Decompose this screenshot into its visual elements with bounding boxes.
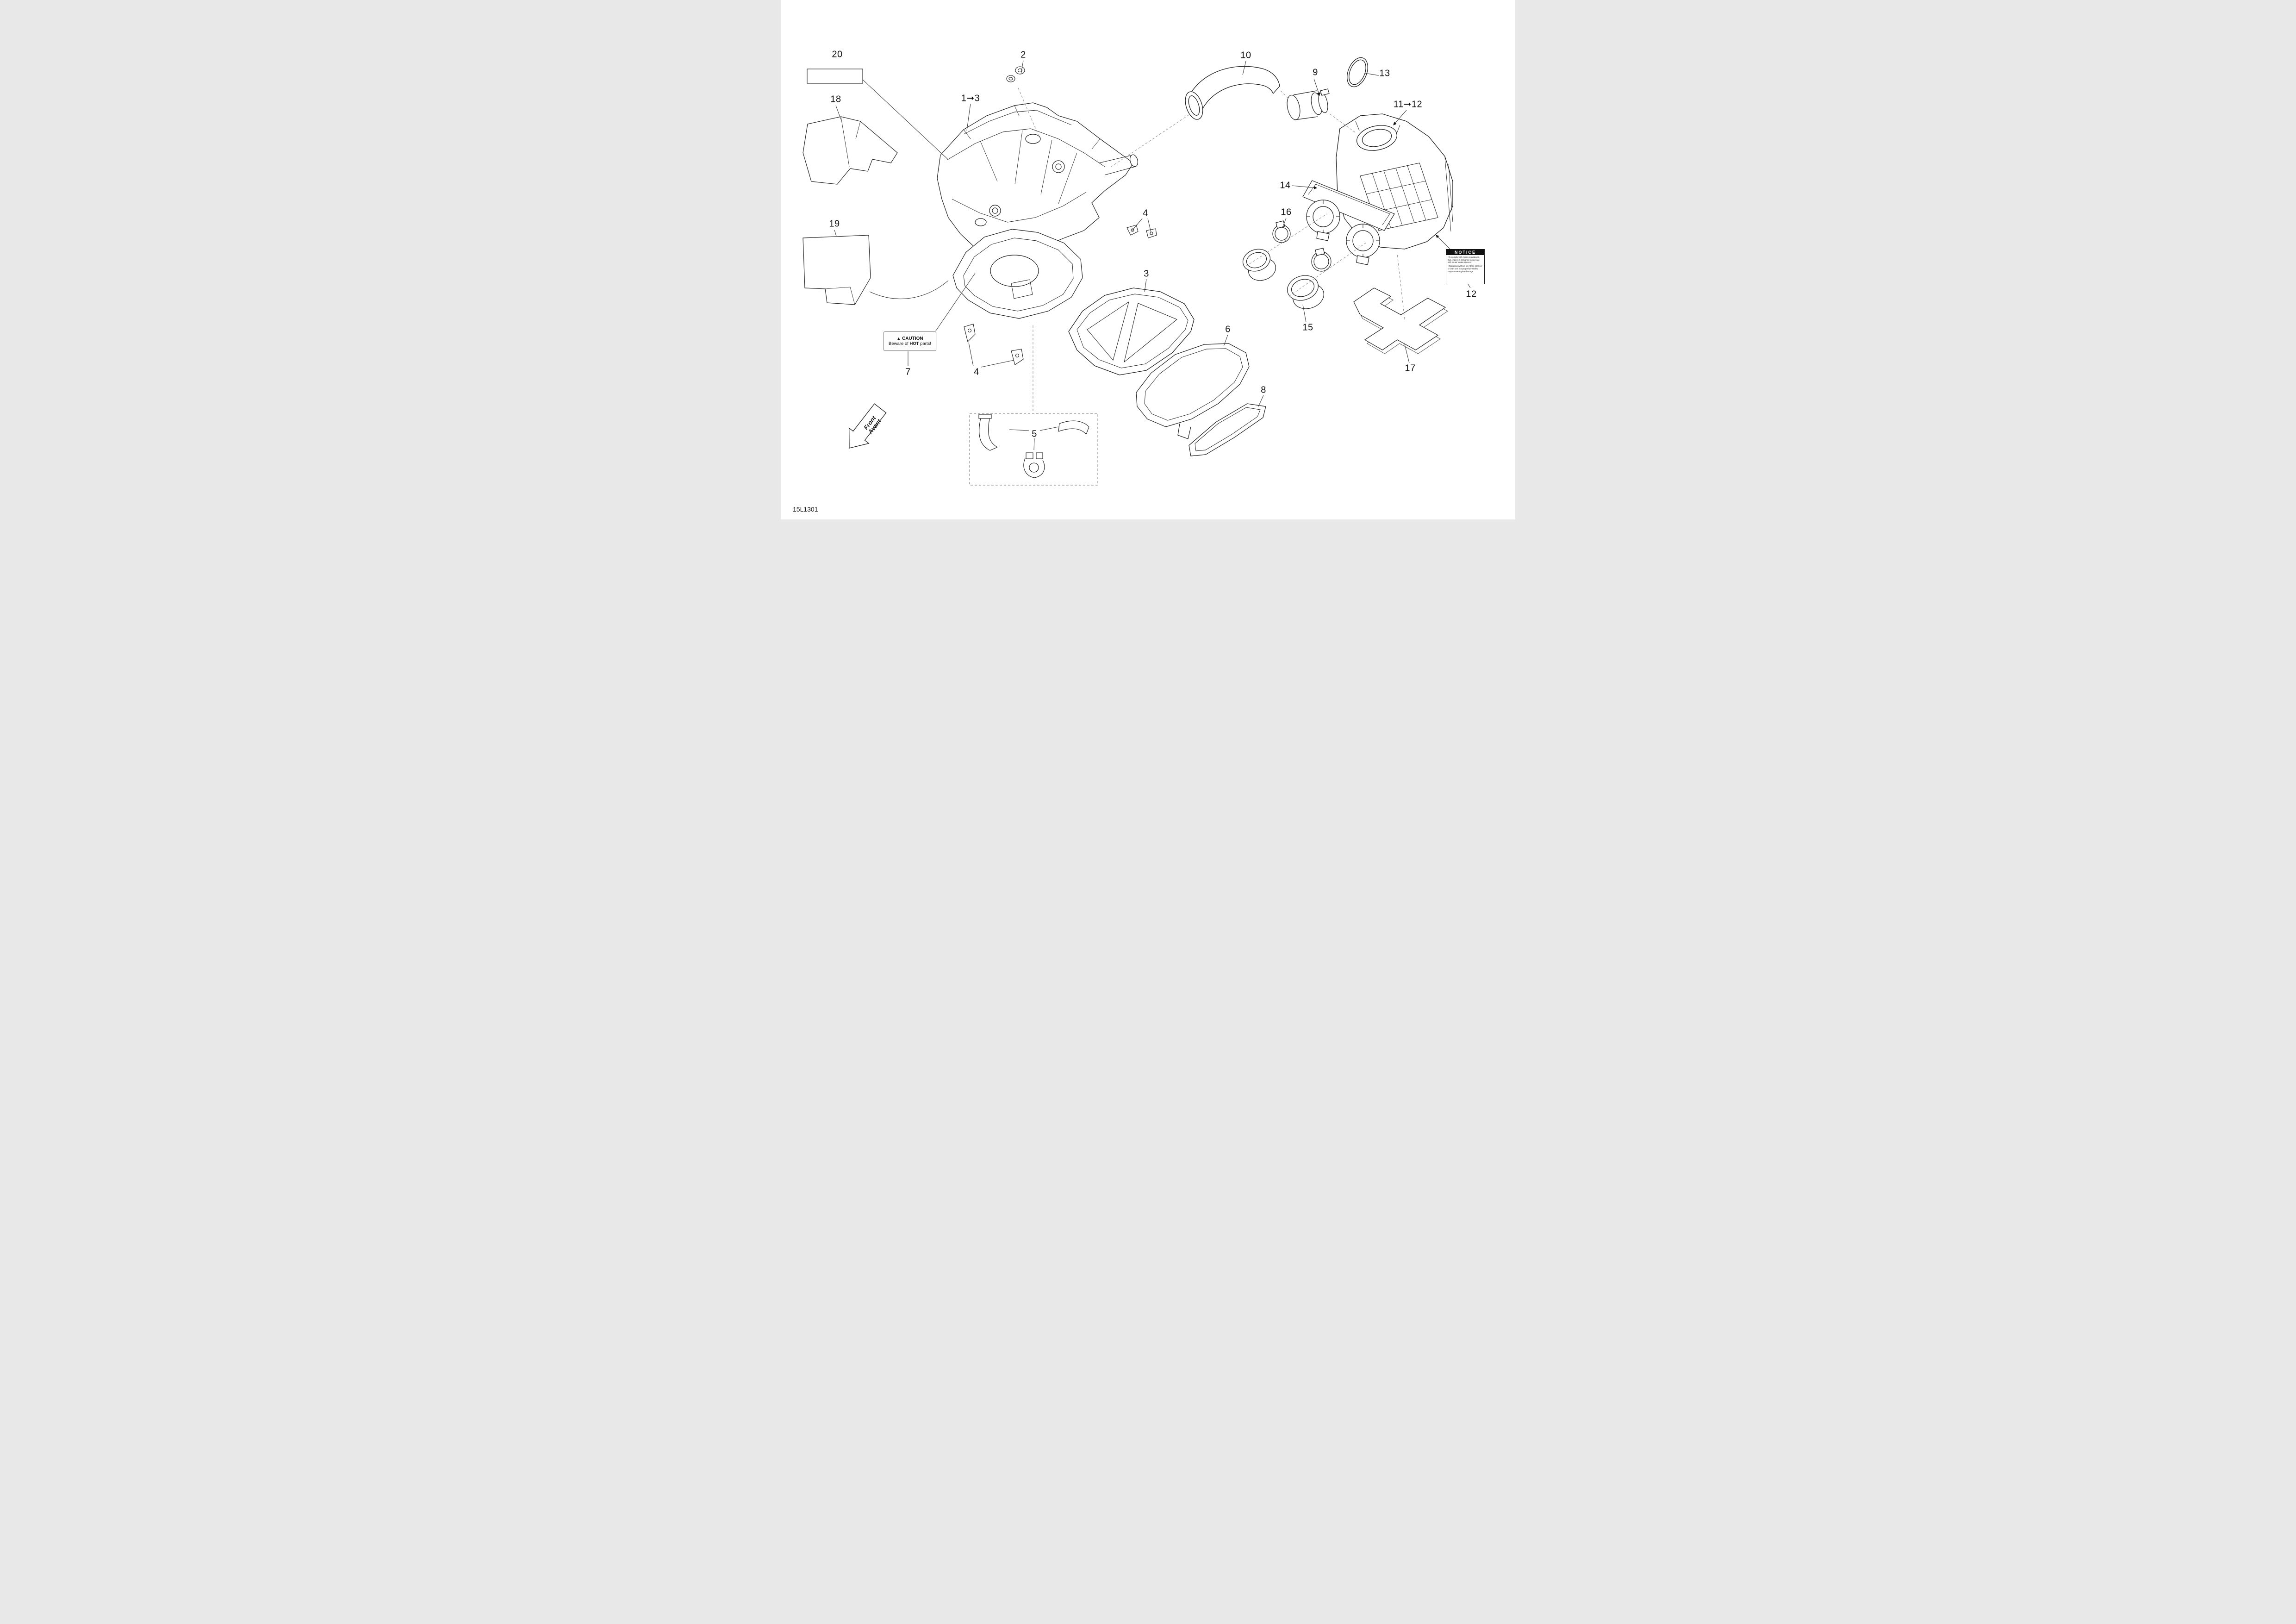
part-5-bracket-set xyxy=(969,413,1098,486)
hose-clamp-2 xyxy=(1311,248,1332,272)
airbox-lower-housing xyxy=(952,229,1083,319)
caution-text: Beware of HOT parts! xyxy=(889,341,931,346)
part-3-filter-cover xyxy=(1068,287,1195,375)
warning-triangle-icon: ▲ xyxy=(896,336,901,341)
part-16-hose-clamp xyxy=(1272,220,1291,243)
part-1-3-upper-frame xyxy=(937,102,1139,267)
diagram-page: Front Avant xyxy=(781,0,1515,519)
part-14-support-frame xyxy=(1302,180,1395,231)
part-4-clips-lower xyxy=(964,324,1024,365)
intake-boot-2 xyxy=(1346,224,1380,265)
document-code: 15L1301 xyxy=(793,506,818,513)
part-13-o-ring xyxy=(1347,57,1368,87)
part-8-gasket xyxy=(1188,403,1266,456)
notice-header: NOTICE xyxy=(1446,250,1484,255)
part-15-sleeves xyxy=(1242,249,1324,309)
part-6-air-filter xyxy=(1136,343,1250,439)
diagram-canvas: Front Avant xyxy=(803,57,1471,486)
part-17-foam-pad xyxy=(1353,287,1448,354)
notice-body: •To comply with noise regulations, this … xyxy=(1448,256,1482,273)
part-9-outlet-adapter xyxy=(1287,88,1330,120)
front-direction-arrow: Front Avant xyxy=(848,403,887,449)
notice-label: NOTICE •To comply with noise regulations… xyxy=(1446,249,1485,284)
part-10-intake-hose xyxy=(1185,66,1280,120)
caution-label: ▲ CAUTION Beware of HOT parts! xyxy=(884,331,936,351)
part-2-grommets xyxy=(1006,66,1025,82)
caution-header: ▲ CAUTION xyxy=(896,336,923,341)
assembly-axis-lines xyxy=(1018,87,1405,411)
part-20-decal-box xyxy=(807,69,863,84)
part-4-clips-upper xyxy=(1126,225,1157,238)
intake-boot-1 xyxy=(1306,200,1340,241)
part-18-foam-panel xyxy=(803,116,898,185)
leader-lines xyxy=(834,60,1471,450)
part-19-foam-panel xyxy=(803,235,871,305)
